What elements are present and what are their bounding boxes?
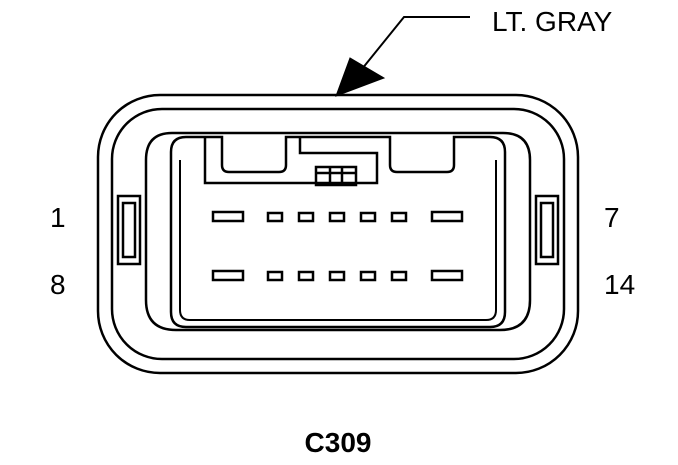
lock-tab (203, 137, 379, 187)
terminal-12 (359, 270, 377, 282)
color-leader (344, 16, 470, 91)
cavity-outline (144, 131, 532, 332)
connector-face (169, 135, 507, 329)
terminal-4 (328, 211, 346, 223)
connector-id-label: C309 (305, 427, 372, 458)
outer-housing (96, 93, 580, 375)
pin-label-1: 1 (50, 202, 66, 233)
terminal-11 (328, 270, 346, 282)
terminal-row-bottom (211, 269, 464, 282)
inner-housing (110, 107, 566, 361)
terminal-2 (266, 211, 284, 223)
left-latch (116, 194, 142, 266)
pin-label-7: 7 (604, 202, 620, 233)
terminal-9 (266, 270, 284, 282)
terminal-10 (297, 270, 315, 282)
terminal-5 (359, 211, 377, 223)
terminal-row-top (211, 210, 464, 223)
leader-arrowhead (335, 57, 386, 97)
terminal-13 (390, 270, 408, 282)
face-inner-outline (179, 160, 497, 321)
pin-label-8: 8 (50, 269, 66, 300)
terminal-14 (430, 269, 464, 282)
pin-label-14: 14 (604, 269, 635, 300)
terminal-8 (211, 269, 245, 282)
right-latch (534, 194, 560, 266)
terminal-3 (297, 211, 315, 223)
terminal-7 (430, 210, 464, 223)
terminal-6 (390, 211, 408, 223)
terminal-1 (211, 210, 245, 223)
connector-color-label: LT. GRAY (492, 6, 613, 37)
